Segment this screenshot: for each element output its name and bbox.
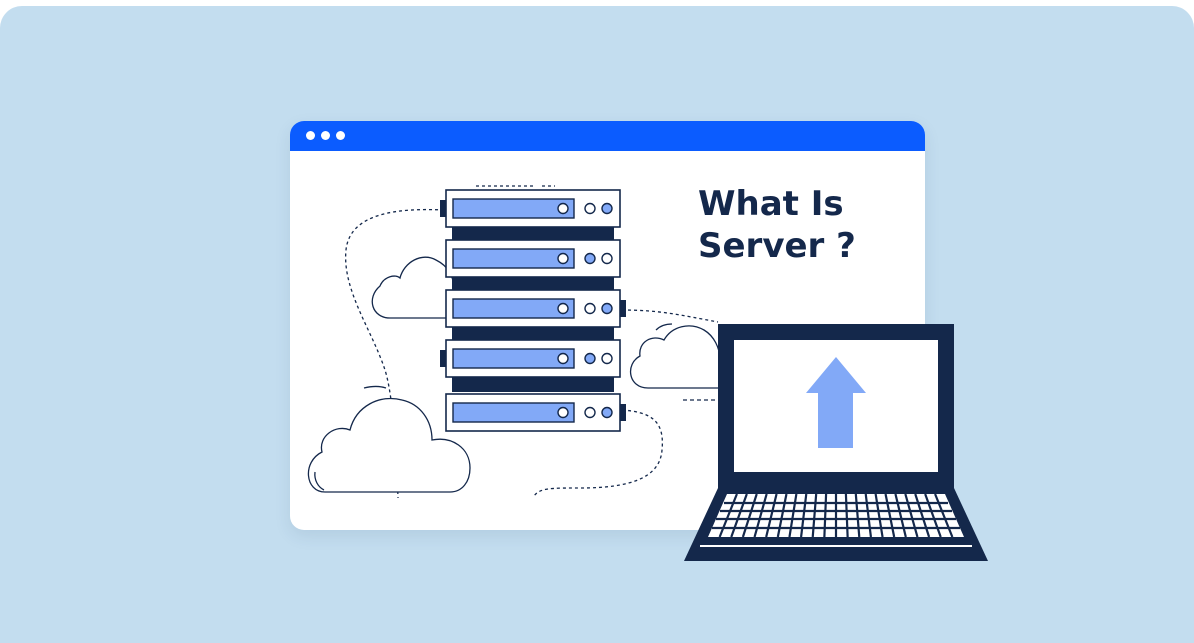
keyboard-key-divider [811,493,818,538]
server-unit [445,239,621,278]
keyboard-key-divider [874,493,884,538]
window-dot-icon [321,131,330,140]
cloud-icon [630,325,721,389]
keyboard-key-divider [844,493,849,538]
cloud-icon [307,397,471,493]
keyboard-key-divider [934,493,954,538]
keyboard-key-divider [894,493,907,538]
server-unit [440,189,621,228]
cloud-detail [314,385,387,491]
keyboard-key-divider [864,493,873,538]
keyboard-key-divider [741,493,758,538]
headline-line-1: What Is [698,184,844,224]
keyboard-key-divider [924,493,942,538]
page-headline: What Is Server ? [698,183,898,267]
keyboard-key-divider [730,493,748,538]
keyboard-key-divider [799,493,808,538]
window-dot-icon [336,131,345,140]
keyboard-key-divider [788,493,798,538]
cloud-detail [655,323,716,401]
server-unit [445,393,626,432]
keyboard-key-divider [914,493,931,538]
keyboard-key-divider [718,493,738,538]
keyboard-key-divider [753,493,768,538]
window-dot-icon [306,131,315,140]
server-rack-icon [440,189,626,432]
server-unit [445,289,626,328]
keyboard-key-divider [854,493,861,538]
keyboard-key-divider [776,493,788,538]
keyboard-key-divider [823,493,828,538]
cloud-icon [371,256,455,319]
keyboard-key-divider [884,493,896,538]
keyboard-key-divider [765,493,778,538]
server-unit [440,339,621,378]
upload-arrow-icon [806,357,866,448]
browser-titlebar [290,121,925,151]
laptop-icon [684,324,988,561]
keyboard-key-divider [904,493,919,538]
headline-line-2: Server ? [698,226,856,266]
